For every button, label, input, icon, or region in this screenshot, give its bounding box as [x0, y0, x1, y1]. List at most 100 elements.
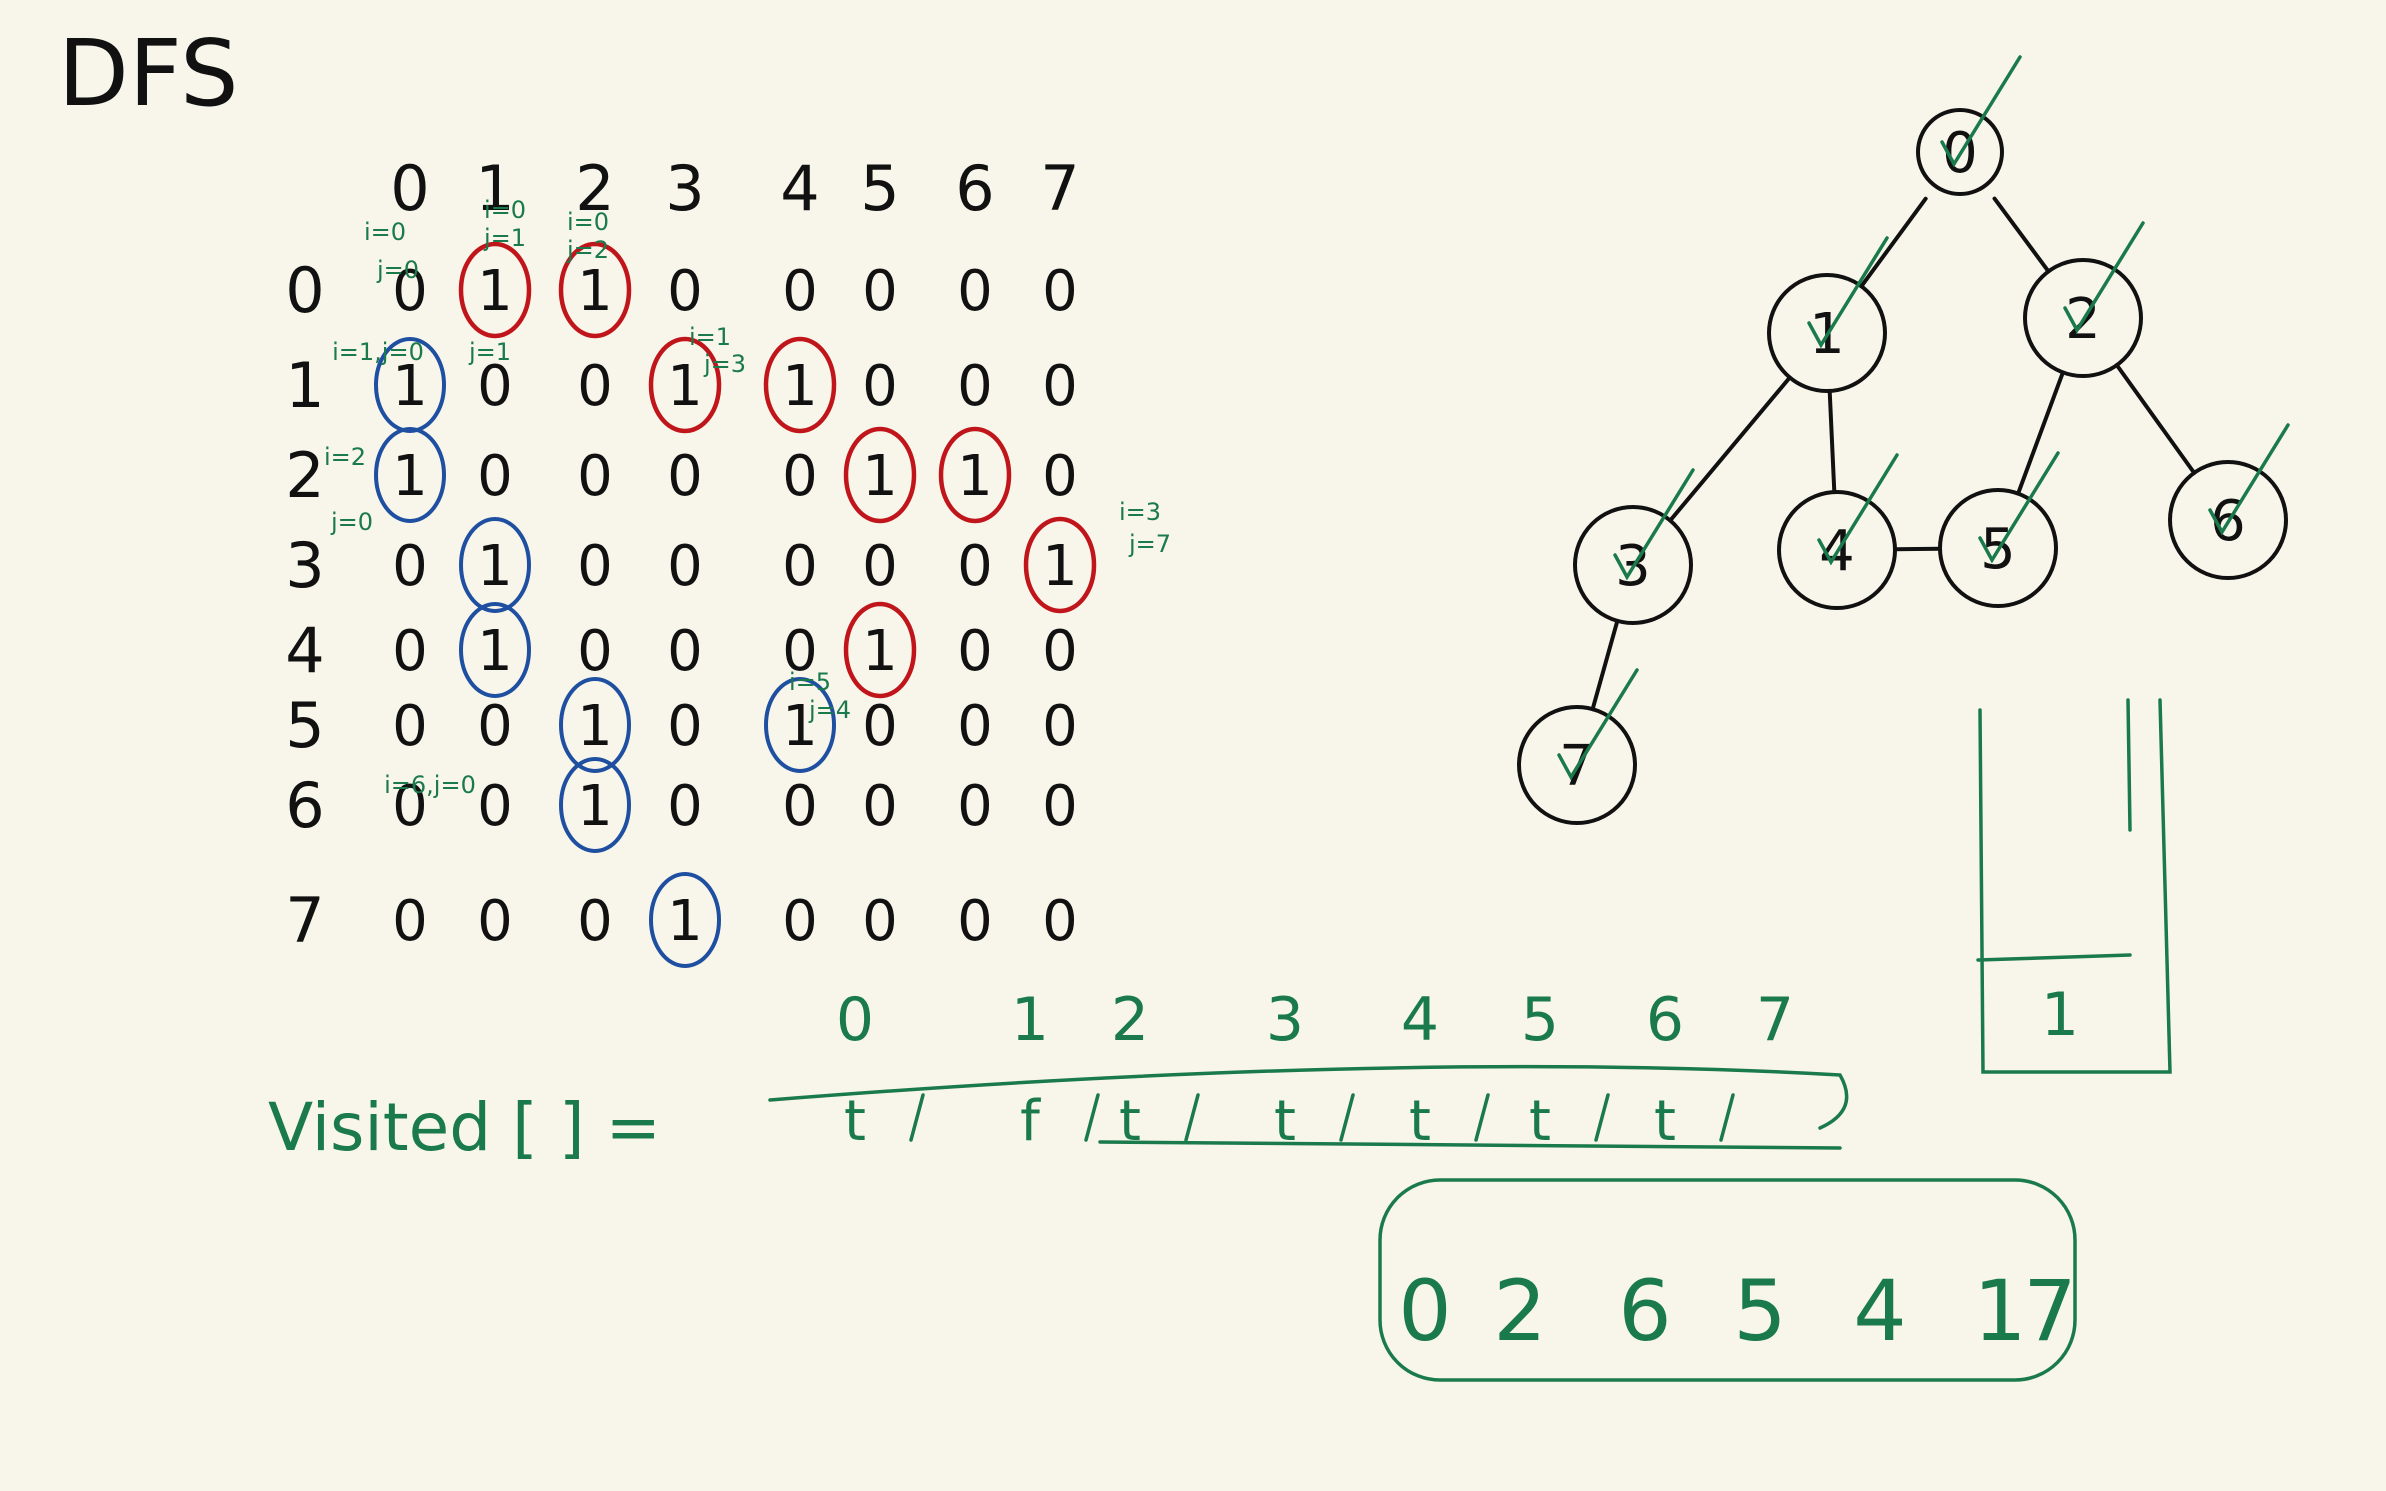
matrix-circle [764, 677, 836, 773]
matrix-cell: 0 [667, 774, 703, 839]
matrix-cell: 0 [577, 534, 613, 599]
matrix-circle [843, 426, 917, 524]
matrix-cell: 0 [1042, 619, 1078, 684]
tree-node [1517, 705, 1637, 825]
tree-edge [1992, 196, 2051, 274]
matrix-col-header: 0 [390, 152, 429, 225]
visited-separator [1594, 1093, 1610, 1142]
visited-value: t [1529, 1089, 1551, 1154]
dfs-order-item: 6 [1618, 1262, 1671, 1360]
visited-check-icon [1817, 453, 1899, 566]
matrix-cell: 0 [957, 259, 993, 324]
matrix-circle [1023, 516, 1097, 614]
matrix-col-header: 3 [665, 152, 704, 225]
visited-index: 4 [1401, 985, 1439, 1055]
matrix-cell: 0 [957, 889, 993, 954]
matrix-row-header: 7 [285, 884, 324, 957]
stack-item: 1 [2041, 980, 2079, 1050]
matrix-annotation: j=3 [703, 350, 746, 378]
tree-node [1767, 273, 1887, 393]
matrix-cell: 1 [957, 444, 993, 509]
matrix-cell: 0 [1042, 444, 1078, 509]
matrix-annotation: i=3 [1119, 498, 1161, 526]
matrix-cell: 0 [957, 354, 993, 419]
visited-index: 0 [836, 985, 874, 1055]
matrix-annotation: i=6,j=0 [384, 771, 476, 799]
visited-value: t [1654, 1089, 1676, 1154]
tree-edge [2114, 363, 2197, 475]
matrix-annotation: j=1 [483, 224, 526, 252]
matrix-row-header: 0 [285, 254, 324, 327]
matrix-col-header: 2 [575, 152, 614, 225]
dfs-order-item: 5 [1733, 1262, 1786, 1360]
matrix-cell: 0 [477, 694, 513, 759]
matrix-cell: 0 [782, 889, 818, 954]
matrix-cell: 0 [957, 694, 993, 759]
stack: 1 [1976, 698, 2172, 1074]
matrix-annotation: i=5 [789, 668, 831, 696]
matrix-cell: 0 [392, 259, 428, 324]
matrix-circle [458, 241, 532, 339]
matrix-annotation: i=0 [364, 218, 406, 246]
matrix-cell: 0 [577, 354, 613, 419]
stack-right-top [2126, 698, 2132, 832]
matrix-cell: 0 [667, 619, 703, 684]
matrix-cell: 0 [577, 619, 613, 684]
matrix-cell: 0 [1042, 889, 1078, 954]
visited-separator [1339, 1093, 1355, 1142]
visited-separator [1474, 1093, 1490, 1142]
visited-index: 5 [1521, 985, 1559, 1055]
matrix-col-header: 5 [860, 152, 899, 225]
visited-bracket [768, 1064, 1849, 1130]
matrix-circle [559, 677, 631, 773]
matrix-cell: 0 [782, 774, 818, 839]
matrix-cell: 0 [392, 889, 428, 954]
matrix-circle [649, 872, 721, 968]
matrix-cell: 1 [477, 534, 513, 599]
matrix-circle [374, 427, 446, 523]
dfs-order-item: 2 [1493, 1262, 1546, 1360]
visited-check-icon [1557, 668, 1639, 781]
visited-check-icon [2208, 423, 2290, 536]
page-title: DFS [58, 20, 239, 127]
visited-separator [1719, 1093, 1735, 1142]
matrix-cell: 0 [782, 619, 818, 684]
matrix-cell: 0 [392, 694, 428, 759]
visited-index: 1 [1011, 985, 1049, 1055]
matrix-annotation: j=0 [376, 256, 419, 284]
matrix-cell: 1 [862, 444, 898, 509]
stack-container [1978, 698, 2172, 1074]
dfs-order-item: 1 [1973, 1262, 2026, 1360]
tree-edge [1859, 196, 1928, 289]
matrix-cell: 0 [957, 534, 993, 599]
matrix-col-header: 7 [1040, 152, 1079, 225]
matrix-cell: 0 [957, 619, 993, 684]
visited-separator [909, 1093, 925, 1142]
matrix-cell: 0 [667, 534, 703, 599]
matrix-cell: 0 [392, 619, 428, 684]
matrix-cell: 1 [577, 259, 613, 324]
matrix-annotation: i=1,j=0 [332, 338, 424, 366]
matrix-cell: 0 [667, 444, 703, 509]
visited-separator [1184, 1093, 1200, 1142]
matrix-circle [459, 602, 531, 698]
visited-index: 7 [1756, 985, 1794, 1055]
matrix-cell: 1 [577, 694, 613, 759]
visited-check-icon [1613, 468, 1695, 581]
stack-divider [1976, 953, 2132, 962]
visited-check-icon [1978, 451, 2060, 564]
matrix-annotation: i=0 [484, 196, 526, 224]
matrix-col-header: 1 [475, 152, 514, 225]
visited-index: 2 [1111, 985, 1149, 1055]
dfs-order-item: 7 [2023, 1262, 2076, 1360]
matrix-cell: 0 [577, 889, 613, 954]
matrix-annotation: i=2 [324, 443, 366, 471]
visited-value: t [844, 1089, 866, 1154]
matrix-annotation: j=0 [330, 508, 373, 536]
matrix-cell: 0 [862, 354, 898, 419]
dfs-order-box [1378, 1178, 2077, 1382]
